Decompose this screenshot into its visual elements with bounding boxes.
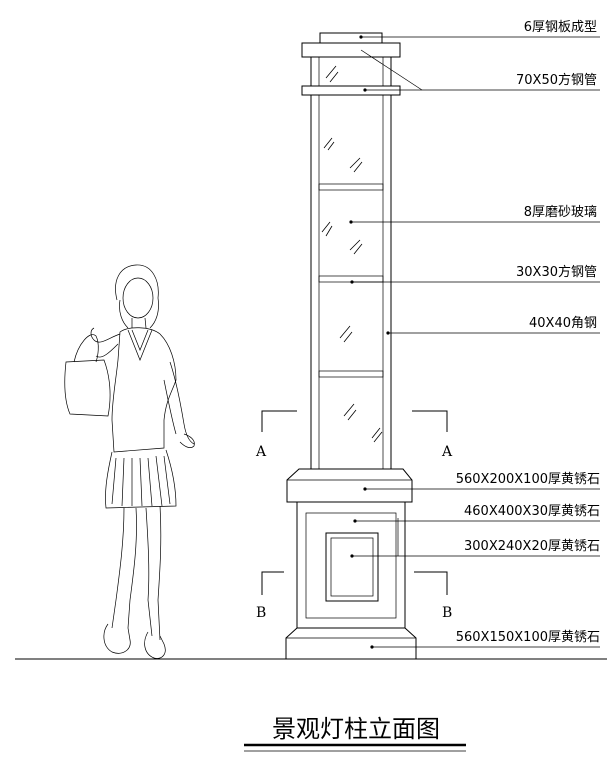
- section-label-a-left: A: [255, 444, 267, 460]
- middle-band: [301, 85, 401, 96]
- annotations: 6厚钢板成型 70X50方钢管 8厚磨砂玻璃 30X30方钢管 40X40角钢 …: [456, 20, 600, 645]
- stone-base: [285, 627, 417, 660]
- annotation-70x50-steel-tube: 70X50方钢管: [516, 72, 597, 88]
- section-label-b-right: B: [442, 605, 452, 621]
- annotation-stone-cap: 560X200X100厚黄锈石: [456, 472, 600, 487]
- annotation-stone-cladding: 460X400X30厚黄锈石: [464, 504, 600, 519]
- stone-cap: [286, 468, 413, 503]
- horizontal-rails: [318, 183, 384, 378]
- top-frame: [310, 56, 392, 87]
- annotation-6mm-steel-plate: 6厚钢板成型: [524, 20, 597, 35]
- lamp-post: [285, 32, 417, 660]
- annotation-stone-base: 560X150X100厚黄锈石: [456, 630, 600, 645]
- section-label-b-left: B: [256, 605, 266, 621]
- top-cap-lower: [301, 42, 401, 58]
- annotation-stone-panel: 300X240X20厚黄锈石: [464, 539, 600, 554]
- glass-hatching: [321, 65, 383, 443]
- human-scale-figure: [64, 264, 195, 659]
- annotation-40x40-angle-steel: 40X40角钢: [529, 316, 597, 331]
- section-markers: A A B B: [255, 410, 453, 621]
- top-cap-upper: [319, 32, 383, 44]
- section-label-a-right: A: [441, 444, 453, 460]
- annotation-8mm-frosted-glass: 8厚磨砂玻璃: [524, 205, 597, 220]
- annotation-30x30-steel-tube: 30X30方钢管: [516, 264, 597, 280]
- drawing-title: 景观灯柱立面图: [272, 715, 440, 743]
- inset-panel: [325, 532, 379, 602]
- leader-lines: [349, 35, 600, 649]
